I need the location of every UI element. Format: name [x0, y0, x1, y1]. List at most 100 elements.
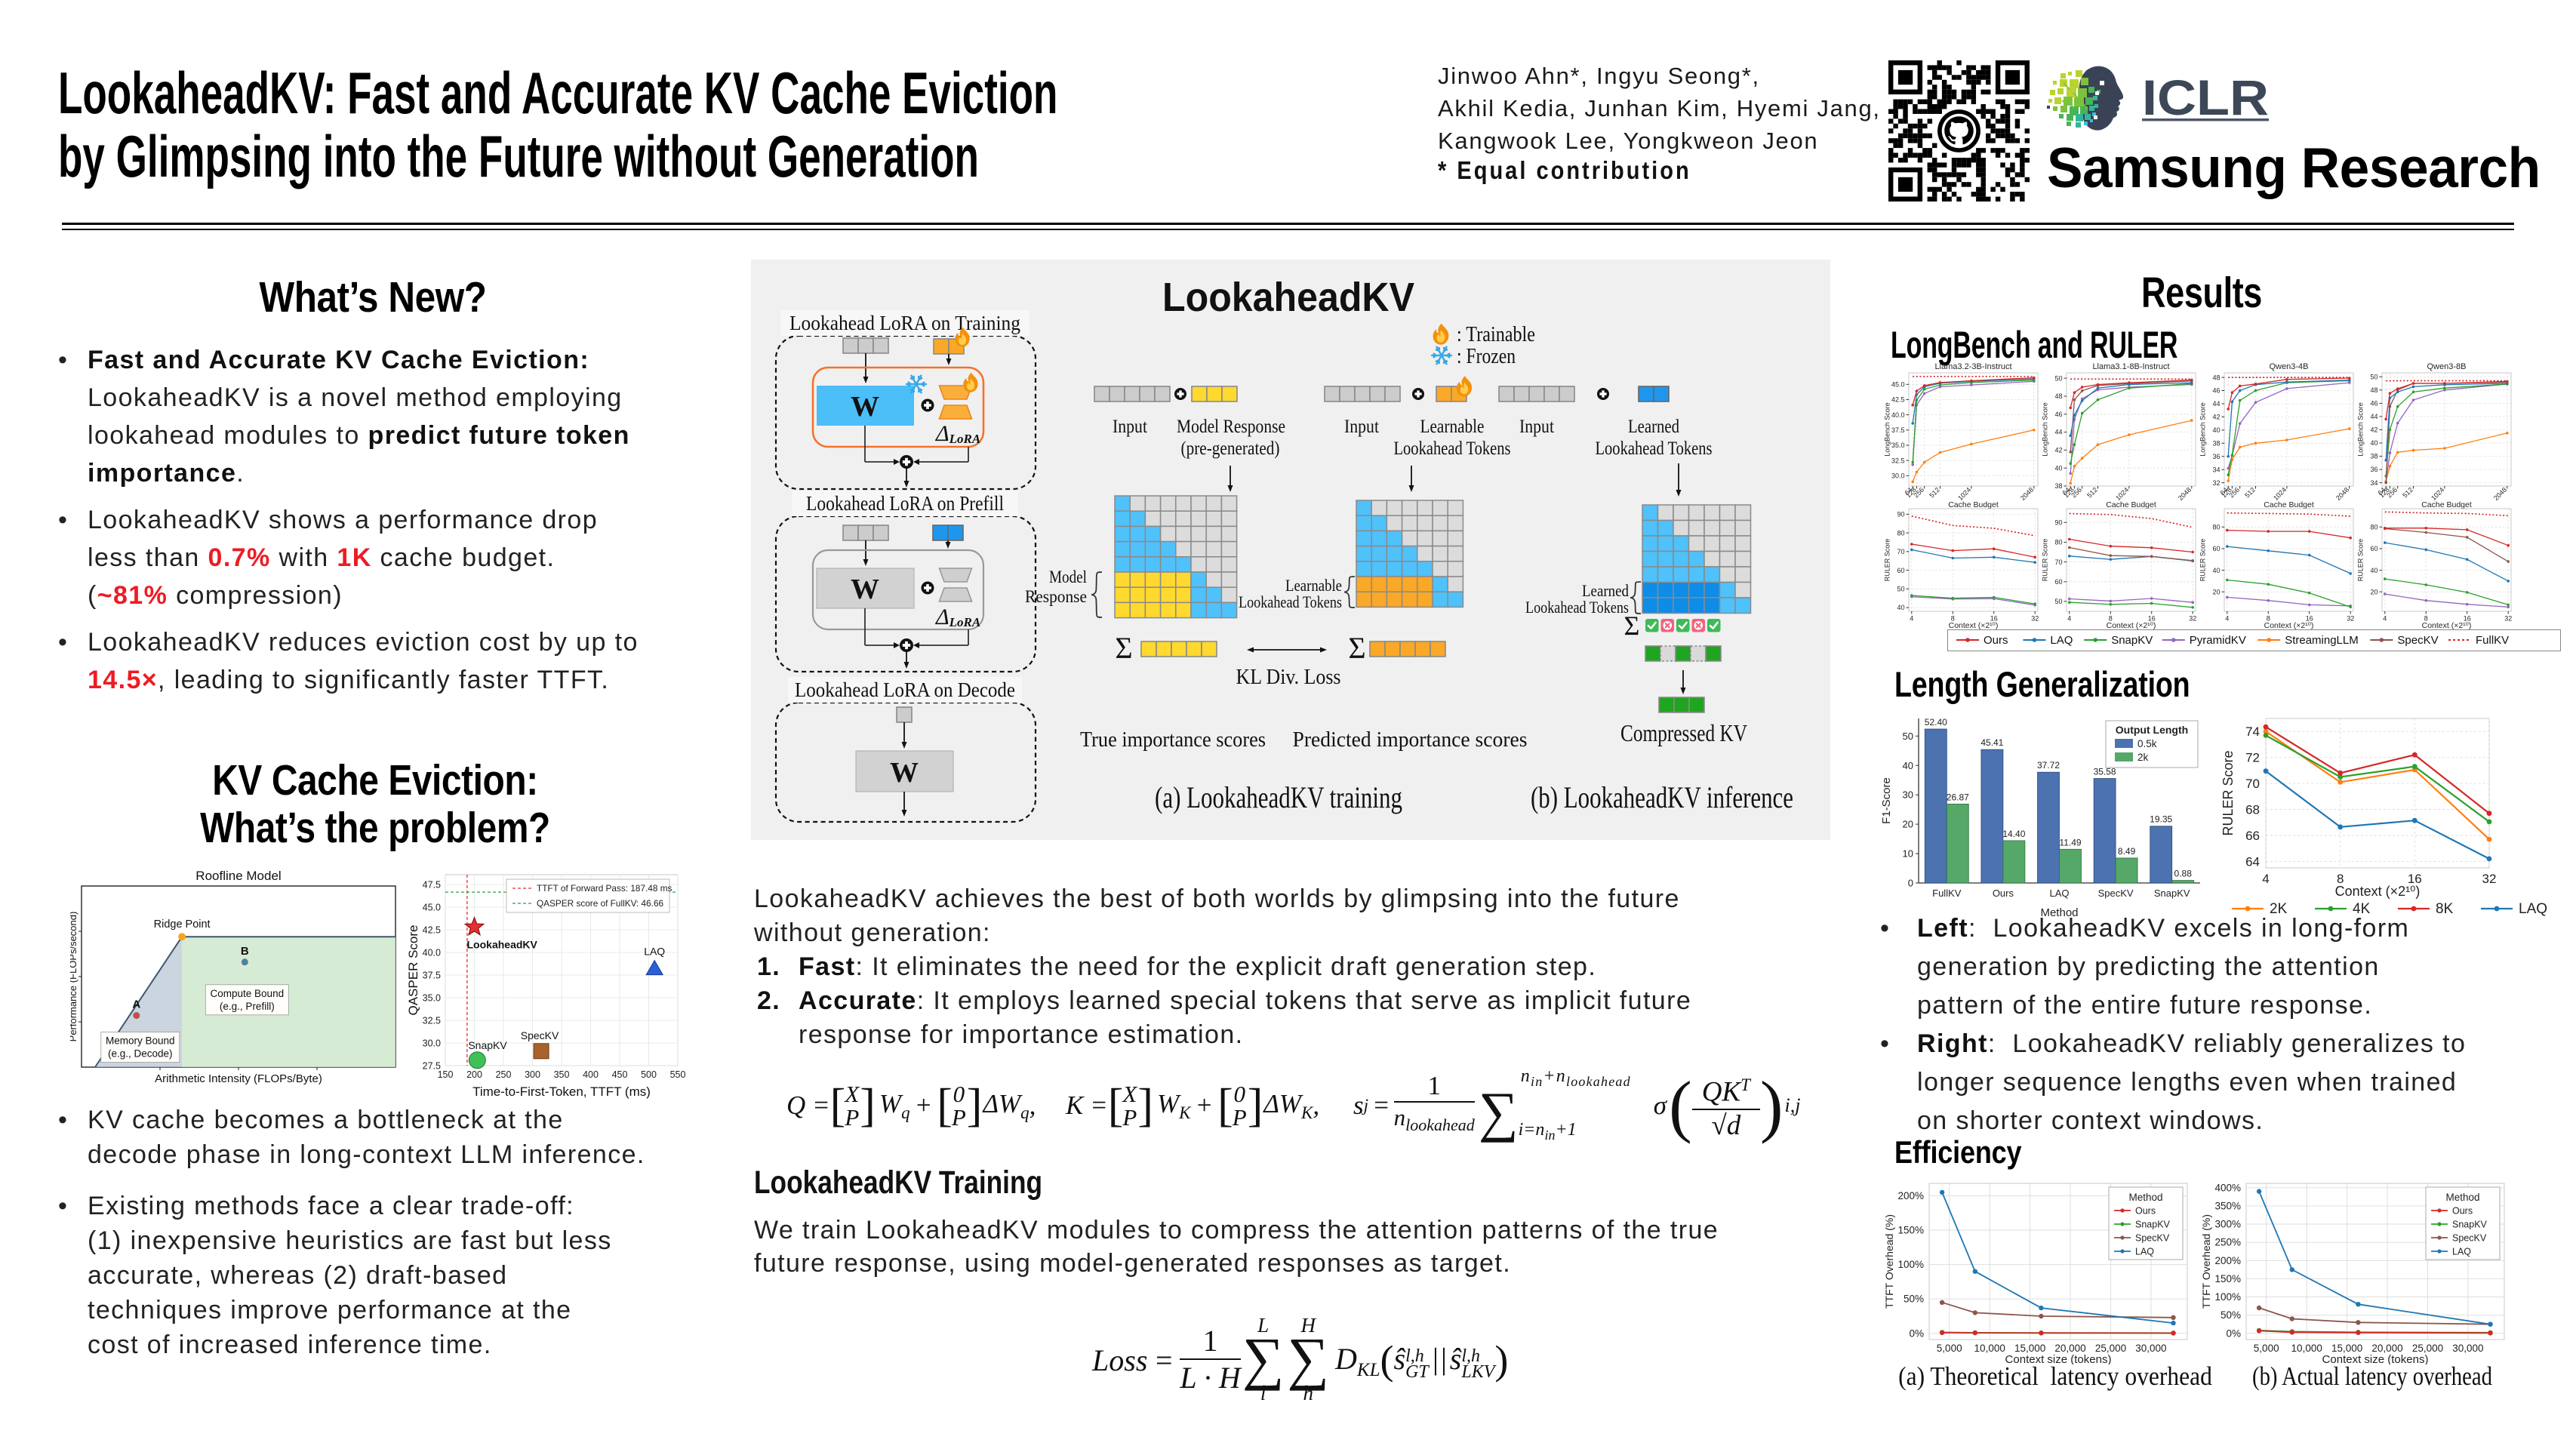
svg-text:1024: 1024: [2272, 486, 2288, 502]
svg-text:PyramidKV: PyramidKV: [2190, 634, 2246, 647]
svg-text:300: 300: [525, 1069, 540, 1080]
svg-text:40: 40: [1903, 760, 1913, 771]
svg-text:150%: 150%: [1897, 1225, 1924, 1236]
svg-text:Cache Budget: Cache Budget: [1948, 500, 1999, 509]
svg-text:LAQ: LAQ: [2452, 1247, 2471, 1257]
svg-text:Context size (tokens): Context size (tokens): [2005, 1353, 2112, 1364]
svg-text:8: 8: [2424, 615, 2428, 623]
svg-text:(b) LookaheadKV inference: (b) LookaheadKV inference: [1531, 780, 1793, 814]
svg-text:True importance scores: True importance scores: [1080, 728, 1266, 752]
svg-text:1024: 1024: [1956, 486, 1972, 502]
svg-text:32: 32: [2189, 615, 2196, 623]
svg-text:5,000: 5,000: [2254, 1343, 2279, 1354]
svg-text:50: 50: [2370, 373, 2377, 380]
svg-text:32: 32: [2482, 872, 2497, 886]
svg-text:20,000: 20,000: [2054, 1343, 2085, 1354]
svg-text:Ours: Ours: [2452, 1206, 2473, 1217]
svg-text:Input: Input: [1113, 417, 1147, 437]
svg-text:SnapKV: SnapKV: [2111, 634, 2153, 647]
svg-text:4: 4: [2225, 615, 2229, 623]
svg-text:W: W: [890, 757, 919, 789]
svg-text:LAQ: LAQ: [2049, 888, 2069, 899]
svg-text:300%: 300%: [2214, 1219, 2241, 1230]
svg-text:32: 32: [2031, 615, 2039, 623]
svg-text:30,000: 30,000: [2135, 1343, 2166, 1354]
svg-text:Learnable: Learnable: [1420, 417, 1485, 437]
svg-text:20: 20: [2212, 588, 2220, 595]
svg-text:450: 450: [612, 1069, 628, 1080]
svg-text:32: 32: [2212, 479, 2220, 487]
svg-text:40: 40: [2370, 439, 2377, 447]
svg-text:QASPER score of FullKV: 46.66: QASPER score of FullKV: 46.66: [537, 898, 664, 909]
svg-text:Learned: Learned: [1628, 417, 1679, 437]
svg-text:Cache Budget: Cache Budget: [2264, 500, 2314, 509]
svg-text:36: 36: [2212, 453, 2220, 460]
svg-text:40.0: 40.0: [423, 948, 441, 958]
svg-text:StreamingLLM: StreamingLLM: [2285, 634, 2359, 647]
svg-text:Compute Bound: Compute Bound: [211, 988, 285, 999]
svg-text:Llama3.2-3B-Instruct: Llama3.2-3B-Instruct: [1934, 362, 2011, 371]
svg-text:Input: Input: [1344, 417, 1379, 437]
svg-text:FullKV: FullKV: [1932, 888, 1962, 899]
svg-text:500: 500: [641, 1069, 657, 1080]
svg-text:LongBench Score: LongBench Score: [2199, 402, 2207, 457]
svg-text:0: 0: [1908, 878, 1913, 889]
svg-text:RULER Score: RULER Score: [2042, 539, 2049, 582]
svg-text:100%: 100%: [2214, 1291, 2241, 1303]
svg-text:F1-Score: F1-Score: [1880, 777, 1893, 824]
svg-text:48: 48: [2212, 374, 2220, 381]
svg-text:2048: 2048: [2492, 486, 2508, 502]
svg-text:16: 16: [2464, 615, 2471, 623]
svg-text:SpecKV: SpecKV: [2098, 888, 2134, 899]
svg-text:25,000: 25,000: [2095, 1343, 2126, 1354]
svg-text:RULER Score: RULER Score: [1884, 539, 1891, 582]
svg-text:34: 34: [2212, 466, 2220, 473]
svg-text:50: 50: [2054, 374, 2062, 382]
svg-text:8: 8: [2337, 872, 2344, 886]
svg-text:SpecKV: SpecKV: [2452, 1233, 2487, 1244]
svg-text:LongBench Score: LongBench Score: [2357, 402, 2365, 457]
svg-text:10: 10: [1903, 848, 1913, 860]
svg-text:Method: Method: [2128, 1192, 2162, 1203]
svg-text:4: 4: [2383, 615, 2387, 623]
svg-text:SnapKV: SnapKV: [2452, 1220, 2488, 1230]
svg-text:10,000: 10,000: [2291, 1343, 2322, 1354]
svg-text:Σ: Σ: [1348, 631, 1365, 665]
svg-text:B: B: [241, 945, 249, 958]
svg-text:20: 20: [1903, 819, 1913, 830]
svg-text:10,000: 10,000: [1974, 1343, 2005, 1354]
svg-text:Lookahead LoRA on Prefill: Lookahead LoRA on Prefill: [806, 492, 1004, 515]
svg-text:SpecKV: SpecKV: [2135, 1233, 2170, 1244]
svg-text:60: 60: [2212, 545, 2220, 552]
svg-text:50: 50: [1897, 586, 1904, 593]
svg-text:Cache Budget: Cache Budget: [2106, 500, 2156, 509]
svg-text:250: 250: [496, 1069, 512, 1080]
svg-text:Σ: Σ: [1115, 631, 1132, 665]
svg-text:SnapKV: SnapKV: [2135, 1220, 2171, 1230]
svg-text:TTFT Overhead (%): TTFT Overhead (%): [2200, 1214, 2212, 1309]
svg-text:Time-to-First-Token, TTFT (ms): Time-to-First-Token, TTFT (ms): [472, 1084, 651, 1099]
svg-text:5,000: 5,000: [1937, 1343, 1962, 1354]
svg-text:38: 38: [2212, 440, 2220, 448]
svg-text:550: 550: [670, 1069, 686, 1080]
svg-text:LongBench Score: LongBench Score: [1884, 402, 1891, 457]
svg-text:Context (×2¹⁰): Context (×2¹⁰): [2107, 621, 2156, 630]
svg-text:50%: 50%: [2221, 1309, 2241, 1321]
svg-text:35.0: 35.0: [423, 993, 441, 1004]
svg-text:Context (×2¹⁰): Context (×2¹⁰): [2335, 884, 2421, 899]
svg-text:38: 38: [2054, 482, 2062, 490]
svg-text:16: 16: [2306, 615, 2313, 623]
svg-text:Lookahead LoRA on Decode: Lookahead LoRA on Decode: [795, 678, 1015, 701]
svg-text:512: 512: [2243, 486, 2257, 500]
svg-text:30.0: 30.0: [1891, 472, 1905, 479]
svg-text:(e.g., Prefill): (e.g., Prefill): [220, 1001, 275, 1012]
svg-text:Llama3.1-8B-Instruct: Llama3.1-8B-Instruct: [2092, 362, 2169, 371]
svg-text:45.0: 45.0: [1891, 381, 1905, 389]
svg-text:32: 32: [2347, 615, 2354, 623]
svg-text:42: 42: [2054, 447, 2062, 454]
svg-text:66: 66: [2245, 829, 2260, 843]
svg-text:48: 48: [2054, 392, 2062, 400]
svg-text:ΔLoRA: ΔLoRA: [935, 421, 980, 446]
svg-text:48: 48: [2370, 386, 2377, 394]
svg-text:2048: 2048: [2334, 486, 2350, 502]
